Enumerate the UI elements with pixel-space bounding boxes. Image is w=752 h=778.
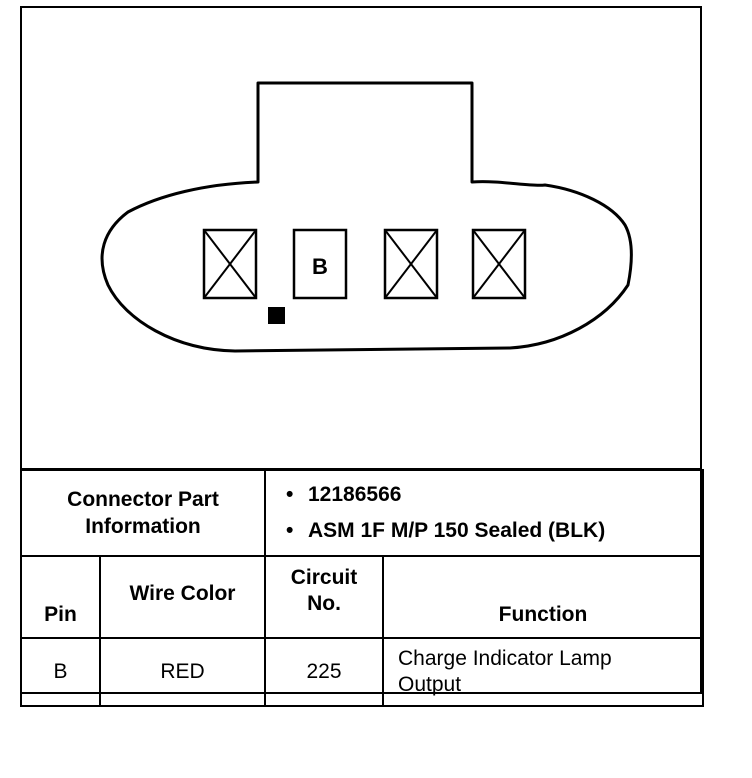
header-pin: Pin xyxy=(20,555,101,639)
part-info-label: Connector Part Information xyxy=(20,469,266,557)
table-row: B RED 225 Charge Indicator Lamp Output xyxy=(20,637,705,707)
part-info-list: 12186566 ASM 1F M/P 150 Sealed (BLK) xyxy=(263,469,705,557)
cavity-b-label: B xyxy=(312,254,328,279)
cavity-1-empty xyxy=(202,228,258,300)
header-circuit-line1: Circuit xyxy=(290,566,358,589)
cavity-4-empty xyxy=(471,228,527,300)
cell-function-line2: Output xyxy=(398,673,462,696)
header-function: Function xyxy=(381,555,705,639)
cell-function: Charge Indicator Lamp Output xyxy=(381,637,705,707)
connector-face-view: B xyxy=(20,81,702,470)
connector-info-table: Connector Part Information 12186566 ASM … xyxy=(20,469,705,707)
part-info-row: Connector Part Information 12186566 ASM … xyxy=(20,469,705,557)
part-description: ASM 1F M/P 150 Sealed (BLK) xyxy=(286,513,702,549)
cell-wire-color: RED xyxy=(99,637,266,707)
cell-circuit: 225 xyxy=(264,637,384,707)
cavity-2-pin-b: B xyxy=(292,228,348,300)
cavity-3-empty xyxy=(383,228,439,300)
pin-one-indicator-square xyxy=(268,307,285,324)
part-number: 12186566 xyxy=(286,477,702,513)
cell-pin: B xyxy=(20,637,101,707)
header-wire-color: Wire Color xyxy=(99,555,266,639)
part-info-label-line1: Connector Part xyxy=(67,488,219,511)
table-header-row: Pin Wire Color Circuit No. Function xyxy=(20,555,705,639)
header-circuit-line2: No. xyxy=(307,592,341,615)
part-info-label-line2: Information xyxy=(85,515,201,538)
cell-function-line1: Charge Indicator Lamp xyxy=(398,647,612,670)
connector-housing-outline xyxy=(100,81,633,353)
header-circuit-no: Circuit No. xyxy=(264,555,384,639)
